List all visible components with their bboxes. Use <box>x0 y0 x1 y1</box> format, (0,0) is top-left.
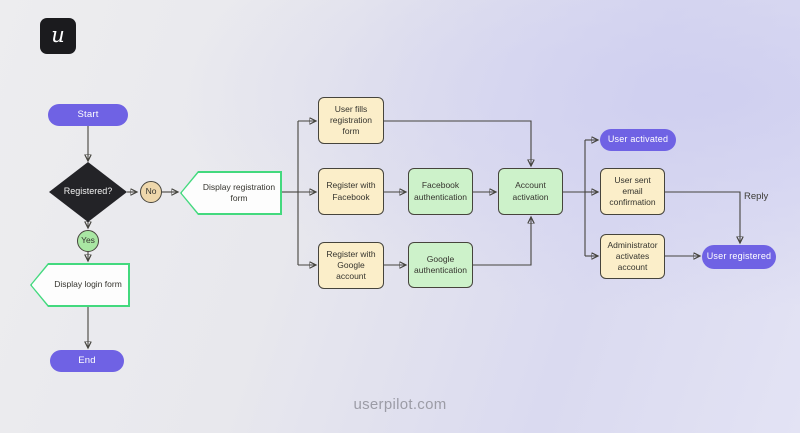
node-register-google-label: Register with Google account <box>326 248 376 282</box>
node-facebook-authentication: Facebook authentication <box>408 168 473 215</box>
watermark-text: userpilot.com <box>353 396 447 413</box>
node-account-activation: Account activation <box>498 168 563 215</box>
node-google-auth-label: Google authentication <box>414 253 467 275</box>
node-account-activation-label: Account activation <box>512 180 549 202</box>
node-user-sent-email-label: User sent email confirmation <box>609 174 656 208</box>
edge-user-fills-to-account-activation <box>384 120 531 166</box>
node-start-label: Start <box>77 108 99 120</box>
node-end-label: End <box>78 354 96 366</box>
userpilot-logo: u <box>40 18 76 54</box>
node-user-fills-label: User fills registration form <box>329 103 373 137</box>
node-display-registration-form: Display registration form <box>180 171 282 215</box>
node-user-activated: User activated <box>600 129 676 151</box>
node-register-with-facebook: Register with Facebook <box>318 168 384 215</box>
node-display-login-label: Display login form <box>54 279 122 290</box>
node-register-facebook-label: Register with Facebook <box>326 180 376 202</box>
node-user-registered: User registered <box>702 245 776 269</box>
edge-reply-to-user-registered <box>665 191 740 243</box>
node-google-authentication: Google authentication <box>408 242 473 288</box>
node-display-registration-inner: Display registration form <box>181 172 281 214</box>
node-register-with-google: Register with Google account <box>318 242 384 289</box>
node-no: No <box>140 181 162 203</box>
node-no-label: No <box>145 186 157 197</box>
node-administrator-activates-account: Administrator activates account <box>600 234 665 279</box>
node-admin-activates-label: Administrator activates account <box>607 239 658 273</box>
edge-label-reply: Reply <box>744 191 769 202</box>
node-decision-registered: Registered? <box>49 162 127 222</box>
node-facebook-auth-label: Facebook authentication <box>414 180 467 202</box>
node-yes-label: Yes <box>81 235 95 246</box>
edge-google-auth-to-account-activation <box>473 217 531 266</box>
node-display-login-inner: Display login form <box>31 264 129 306</box>
node-yes: Yes <box>77 230 99 252</box>
userpilot-logo-letter: u <box>51 23 65 47</box>
node-user-sent-email-confirmation: User sent email confirmation <box>600 168 665 215</box>
node-user-registered-label: User registered <box>706 251 772 262</box>
node-user-fills-registration-form: User fills registration form <box>318 97 384 144</box>
node-display-registration-label: Display registration form <box>202 181 276 203</box>
node-decision-label: Registered? <box>63 186 113 197</box>
node-start: Start <box>48 104 128 126</box>
node-end: End <box>50 350 124 372</box>
node-user-activated-label: User activated <box>607 134 669 145</box>
node-display-login-form: Display login form <box>30 263 130 307</box>
